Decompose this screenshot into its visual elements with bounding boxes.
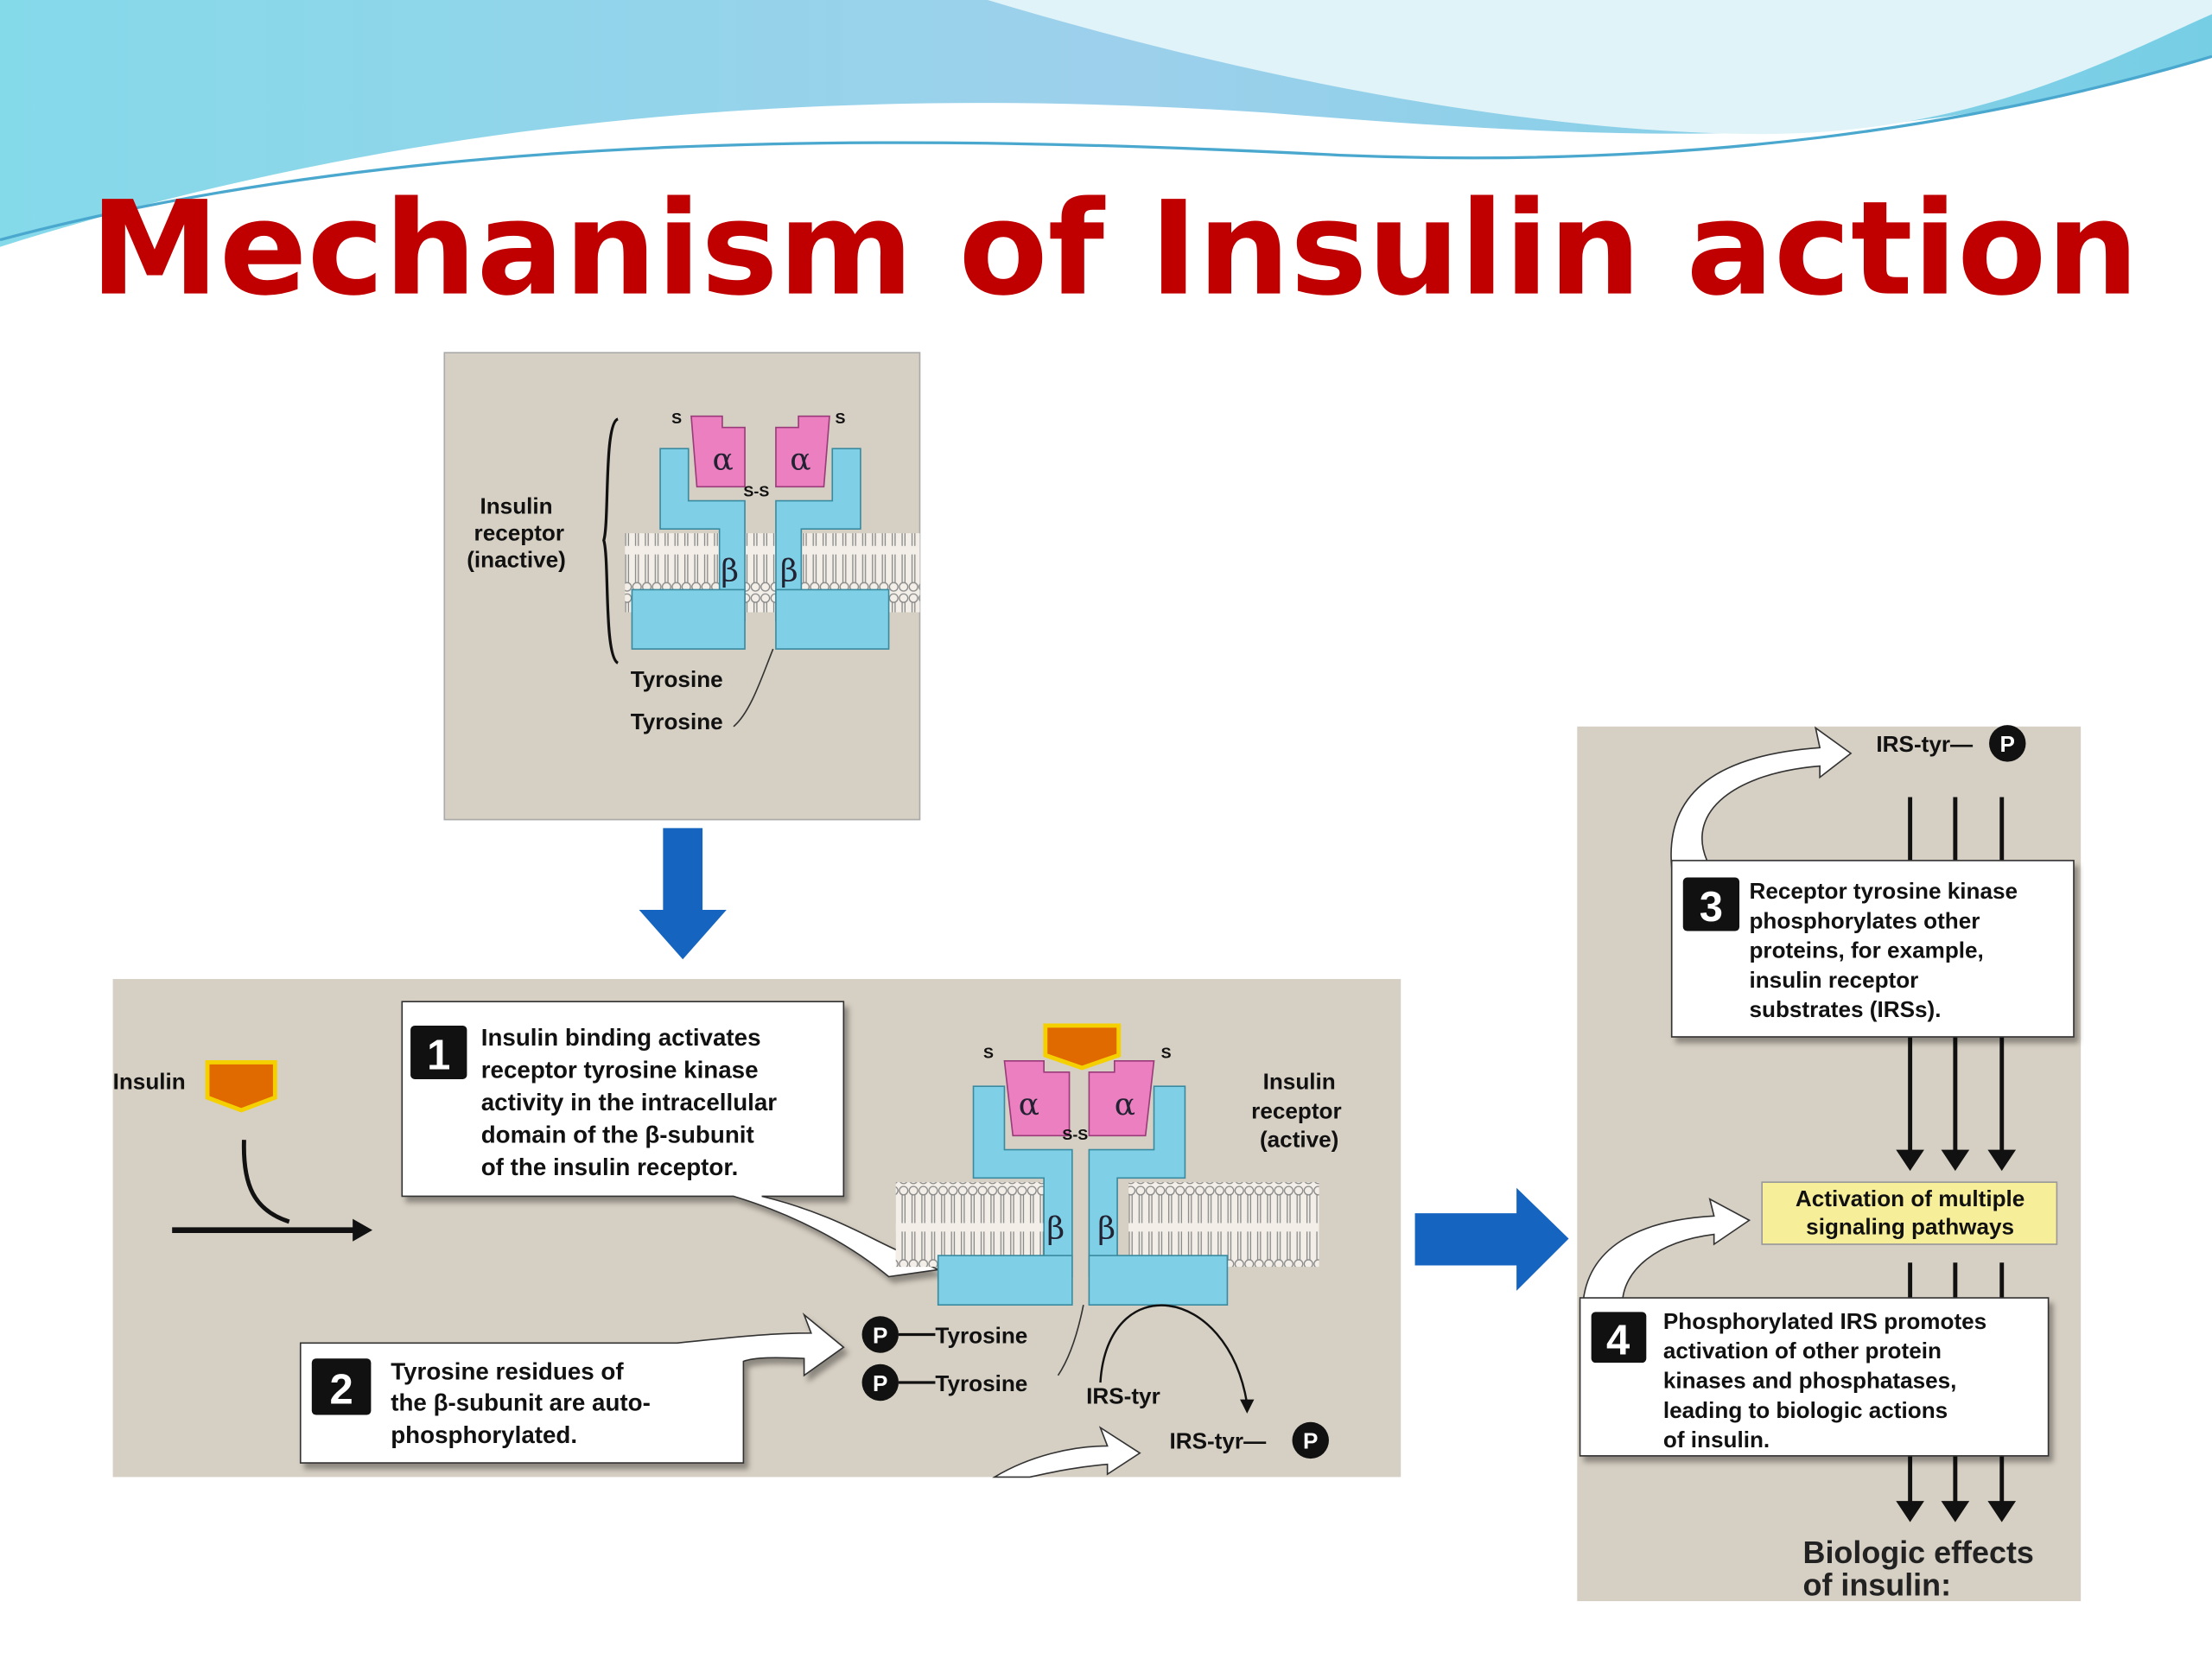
step-3-callout: 3 Receptor tyrosine kinase phosphorylate… [1670,860,2075,1038]
alpha-label: α [790,442,810,478]
pathways-box: Activation of multiple signaling pathway… [1761,1181,2058,1245]
step-text: proteins, for example, [1749,938,1983,963]
receptor-label: Insulin [1263,1068,1336,1094]
phosphate-icon: P [2000,731,2015,757]
arrow-right-icon [1414,1187,1569,1291]
step-1-callout: 1 Insulin binding activates receptor tyr… [401,1001,941,1278]
receptor-label: (inactive) [467,546,566,572]
disulfide-label: S-S [743,483,769,500]
sulfur-label: S [671,410,682,427]
step-text: phosphorylated. [391,1421,577,1448]
sulfur-label: S [983,1044,994,1061]
receptor-label: Insulin [480,493,552,518]
phosphate-icon: P [873,1322,887,1348]
receptor-label: (active) [1260,1126,1338,1152]
step-text: activation of other protein [1663,1338,1942,1363]
step-text: of the insulin receptor. [481,1154,739,1180]
receptor-label: receptor [1251,1098,1341,1124]
beta-label: β [1046,1211,1065,1246]
step-text: kinases and phosphatases, [1663,1368,1957,1394]
pathways-text: Activation of multiple [1796,1185,2024,1211]
step-text: substrates (IRSs). [1749,996,1941,1022]
step-text: Phosphorylated IRS promotes [1663,1308,1986,1334]
step-text: Insulin binding activates [481,1024,761,1051]
tyrosine-label: Tyrosine [935,1322,1027,1348]
phosphate-icon: P [1303,1428,1318,1454]
page-title: Mechanism of Insulin action [90,175,2139,325]
disulfide-label: S-S [1062,1126,1088,1143]
step-text: domain of the β-subunit [481,1121,754,1147]
step-text: phosphorylates other [1749,907,1980,933]
step-number: 3 [1700,884,1723,931]
step-text: insulin receptor [1749,967,1918,993]
sulfur-label: S [1161,1044,1172,1061]
step-text: Tyrosine residues of [391,1358,624,1385]
effects-label: Biologic effects [1803,1535,2034,1570]
step-text: of insulin. [1663,1427,1770,1452]
tyrosine-label: Tyrosine [631,666,723,692]
panel-inactive-receptor: Insulin receptor (inactive) α α β β S-S … [443,352,921,821]
irs-tyr-p-label: IRS-tyr— [1876,731,1974,757]
effects-label: of insulin: [1803,1567,1952,1603]
brace [602,417,620,664]
header-wave [0,0,2212,247]
panel-active-receptor: Insulin 1 Insulin binding activates rece… [113,979,1402,1478]
step-2-callout: 2 Tyrosine residues of the β-subunit are… [299,1313,845,1464]
phosphate-icon: P [873,1370,887,1396]
insulin-molecule [205,1059,277,1113]
insulin-label: Insulin [113,1068,186,1094]
alpha-label: α [712,442,733,478]
beta-label: β [1097,1211,1116,1246]
tyrosine-label: Tyrosine [935,1370,1027,1396]
alpha-label: α [1019,1087,1039,1122]
step-number: 2 [329,1366,353,1413]
beta-label: β [721,554,739,589]
step-text: leading to biologic actions [1663,1397,1948,1423]
tyrosine-label: Tyrosine [631,709,723,734]
irs-tyr-p-label: IRS-tyr— [1169,1428,1267,1454]
step-text: the β-subunit are auto- [391,1389,651,1416]
step-text: Receptor tyrosine kinase [1749,878,2018,904]
arrow-down-icon [639,828,727,960]
panel-signaling: IRS-tyr— P 3 Receptor tyrosine kinase ph… [1577,725,2082,1603]
irs-tyr-label: IRS-tyr [1086,1382,1160,1408]
alpha-label: α [1115,1087,1135,1122]
step-text: activity in the intracellular [481,1089,778,1116]
pathways-text: signaling pathways [1806,1214,2014,1240]
step-4-callout: 4 Phosphorylated IRS promotes activation… [1579,1297,2050,1457]
sulfur-label: S [836,410,846,427]
receptor-label: receptor [474,519,564,545]
step-number: 4 [1606,1317,1630,1363]
beta-label: β [780,554,798,589]
step-number: 1 [427,1033,450,1079]
step-text: receptor tyrosine kinase [481,1056,759,1083]
